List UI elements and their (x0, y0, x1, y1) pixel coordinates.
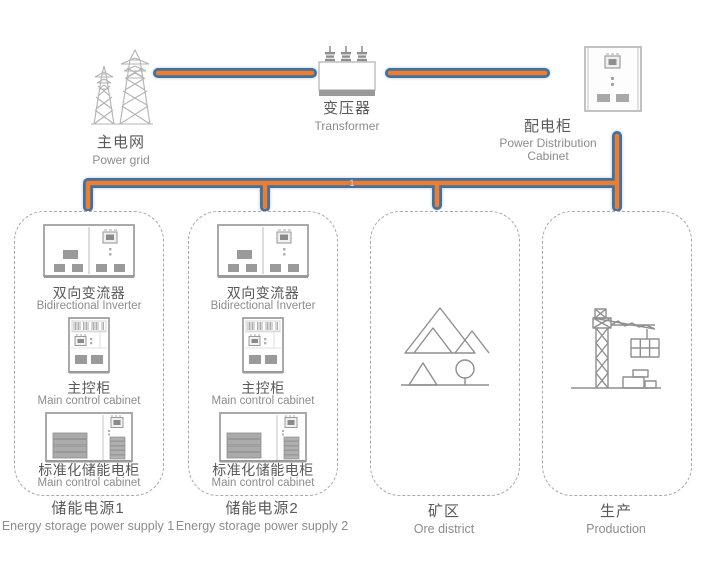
power-grid-label-en: Power grid (92, 152, 150, 167)
inverter-label-zh: 双向变流器 (52, 285, 126, 301)
storage-cabinet-label-zh: 标准化储能电柜 (212, 462, 314, 478)
inverter-label-zh: 双向变流器 (226, 285, 300, 301)
distribution-cabinet-label-en1: Power Distribution (499, 135, 597, 150)
storage-cabinet-label-en: Main control cabinet (211, 477, 315, 489)
power-grid-towers-icon (91, 48, 153, 125)
control-cabinet-label-zh: 主控柜 (67, 380, 111, 396)
transformer-label-zh: 变压器 (322, 100, 371, 117)
storage-cabinet-label-en: Main control cabinet (37, 477, 141, 489)
power-grid-label: 主电网 Power grid (58, 134, 184, 168)
transformer-label: 变压器 Transformer (287, 100, 407, 134)
group-4-title-zh: 生产 (599, 503, 632, 520)
group-box-ore-district (370, 211, 520, 496)
main-control-cabinet-icon (68, 317, 110, 374)
group-2-title-zh: 储能电源2 (225, 500, 299, 517)
group-box-production (542, 211, 692, 496)
group-1-title-zh: 储能电源1 (51, 500, 125, 517)
group-box-energy-storage-2: 双向变流器 Bidirectional Inverter 主控柜 Main co… (188, 211, 338, 496)
group-1-title: 储能电源1 Energy storage power supply 1 (0, 500, 186, 534)
transformer-icon (318, 46, 376, 96)
distribution-cabinet-label-zh: 配电柜 (523, 118, 572, 135)
control-cabinet-label-en: Main control cabinet (211, 395, 315, 407)
inverter-label-en: Bidirectional Inverter (210, 300, 316, 312)
mountains-icon (401, 307, 490, 386)
bidirectional-inverter-icon (43, 224, 135, 278)
bus-junction-marker: 1 (349, 178, 355, 188)
group-box-energy-storage-1: 双向变流器 Bidirectional Inverter 主控柜 Main co… (14, 211, 164, 496)
main-control-cabinet-icon (242, 317, 284, 374)
power-distribution-cabinet-icon (584, 46, 642, 112)
bidirectional-inverter-icon (217, 224, 309, 278)
control-cabinet-label-zh: 主控柜 (241, 380, 285, 396)
group-3-title-en: Ore district (413, 521, 475, 536)
group-3-title: 矿区 Ore district (346, 503, 542, 537)
group-4-title: 生产 Production (518, 503, 702, 537)
distribution-cabinet-label-en2: Cabinet (527, 148, 569, 163)
power-grid-label-zh: 主电网 (96, 134, 145, 151)
tower-crane-icon (571, 308, 661, 389)
group-2-title: 储能电源2 Energy storage power supply 2 (164, 500, 360, 534)
group-3-title-zh: 矿区 (427, 503, 460, 520)
storage-cabinet-label-zh: 标准化储能电柜 (38, 462, 140, 478)
group-2-title-en: Energy storage power supply 2 (175, 518, 349, 533)
standard-energy-storage-cabinet-icon (219, 412, 307, 463)
control-cabinet-label-en: Main control cabinet (37, 395, 141, 407)
inverter-label-en: Bidirectional Inverter (36, 300, 142, 312)
group-1-title-en: Energy storage power supply 1 (1, 518, 175, 533)
distribution-cabinet-label: 配电柜 Power Distribution Cabinet (458, 118, 638, 163)
standard-energy-storage-cabinet-icon (45, 412, 133, 463)
group-4-title-en: Production (586, 521, 646, 536)
transformer-label-en: Transformer (314, 118, 380, 133)
